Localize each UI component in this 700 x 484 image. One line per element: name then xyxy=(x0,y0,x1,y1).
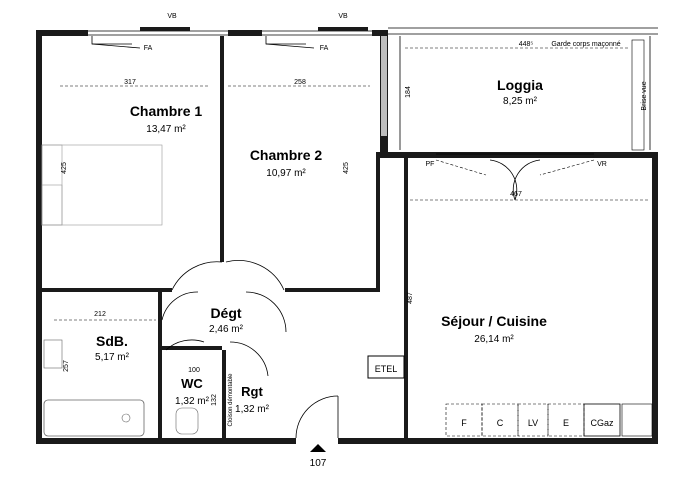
room-chambre1-name: Chambre 1 xyxy=(130,103,203,119)
door-entry xyxy=(295,395,339,439)
etel-box xyxy=(367,355,405,379)
room-wc-area: 1,32 m² xyxy=(175,396,210,407)
wall-bottom-left xyxy=(36,438,296,444)
appliance-e: E xyxy=(563,418,569,428)
room-chambre2-area: 10,97 m² xyxy=(266,168,306,179)
entry-arrow-icon xyxy=(310,444,326,452)
fa1-sash xyxy=(91,36,132,45)
dim-487: 487 xyxy=(407,292,414,304)
wall-sejour-left xyxy=(404,158,408,438)
wall-wc-rgt xyxy=(222,350,226,438)
label-brise-vue: Brise vue xyxy=(641,81,648,110)
appliance-f: F xyxy=(461,418,467,428)
dim-317: 317 xyxy=(124,79,136,86)
door-degt-right xyxy=(245,291,287,333)
dim-132: 132 xyxy=(211,394,218,406)
dim-100: 100 xyxy=(188,367,200,374)
door-rgt xyxy=(229,341,269,377)
door-sdb xyxy=(161,291,199,321)
kitchen-appliances xyxy=(445,403,621,437)
label-cloison: Cloison démontable xyxy=(228,373,234,427)
room-rgt-area: 1,32 m² xyxy=(235,404,270,415)
appliance-cgaz: CGaz xyxy=(590,418,614,428)
wall-left xyxy=(36,30,42,444)
wall-bottom-right xyxy=(338,438,658,444)
appliance-lv: LV xyxy=(528,418,538,428)
dim-212: 212 xyxy=(94,311,106,318)
sink-sdb xyxy=(43,339,63,369)
room-wc-name: WC xyxy=(181,376,203,391)
wall-sdb-right xyxy=(158,292,162,438)
window-vb2 xyxy=(262,30,372,36)
appliance-c: C xyxy=(497,418,504,428)
dim-257: 257 xyxy=(63,360,70,372)
wall-wc-top xyxy=(162,346,222,350)
wall-right xyxy=(652,152,658,444)
window-vb1 xyxy=(88,30,228,36)
fa2-sash xyxy=(265,36,306,45)
vb-box2 xyxy=(318,27,368,31)
room-loggia-area: 8,25 m² xyxy=(503,96,538,107)
room-rgt-name: Rgt xyxy=(241,384,263,399)
room-loggia-name: Loggia xyxy=(497,77,543,93)
room-degt-name: Dégt xyxy=(210,305,241,321)
dim-425-left: 425 xyxy=(61,162,68,174)
label-fa2: FA xyxy=(320,45,329,52)
wall-chambre1-bottom xyxy=(42,288,172,292)
vb-box1 xyxy=(140,27,190,31)
room-chambre1-area: 13,47 m² xyxy=(146,124,186,135)
brise-vue-panel xyxy=(631,39,645,151)
wall-chambre2-bottom xyxy=(285,288,380,292)
pf-sash xyxy=(435,159,595,176)
label-vb1: VB xyxy=(167,13,177,20)
door-chambre2 xyxy=(225,260,285,291)
pf-door xyxy=(489,159,518,201)
label-vr: VR xyxy=(597,161,607,168)
bathtub xyxy=(43,399,145,437)
wall-bed-divider xyxy=(220,36,224,262)
room-sdb-name: SdB. xyxy=(96,333,128,349)
label-vb2: VB xyxy=(338,13,348,20)
label-etel: ETEL xyxy=(375,364,398,374)
label-entry-107: 107 xyxy=(310,458,327,469)
dim-184: 184 xyxy=(405,86,412,98)
dim-258: 258 xyxy=(294,79,306,86)
room-chambre2-name: Chambre 2 xyxy=(250,147,323,163)
room-sejour-name: Séjour / Cuisine xyxy=(441,313,547,329)
wall-hatch xyxy=(381,36,387,136)
label-pf: PF xyxy=(426,161,435,168)
door-chambre1 xyxy=(171,261,223,291)
dim-425-right: 425 xyxy=(343,162,350,174)
room-sejour-area: 26,14 m² xyxy=(474,334,514,345)
toilet xyxy=(175,407,199,435)
wall-loggia-bottom xyxy=(380,152,658,158)
label-garde-corps: Garde corps maçonné xyxy=(551,41,620,48)
label-fa1: FA xyxy=(144,45,153,52)
wall-chambre2-right xyxy=(376,152,380,292)
dim-448: 448⁵ xyxy=(519,41,534,48)
cabinet xyxy=(621,403,653,437)
room-sdb-area: 5,17 m² xyxy=(95,352,130,363)
dim-467: 467 xyxy=(510,191,522,198)
door-wc xyxy=(165,339,205,351)
room-degt-area: 2,46 m² xyxy=(209,324,244,335)
